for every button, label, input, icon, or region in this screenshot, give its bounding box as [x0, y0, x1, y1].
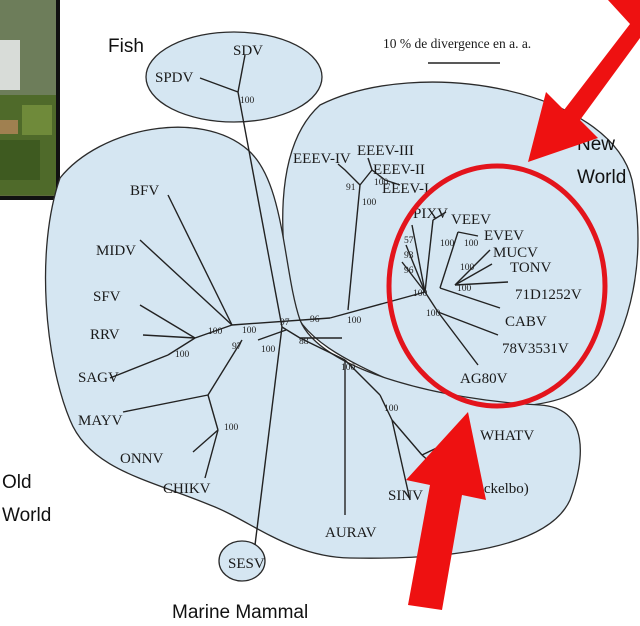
svg-text:100: 100	[261, 345, 276, 355]
taxon-spdv: SPDV	[155, 70, 194, 86]
scale-bar-label: 10 % de divergence en a. a.	[383, 36, 531, 51]
svg-text:100: 100	[240, 96, 255, 106]
svg-text:100: 100	[347, 316, 362, 326]
group-label-old-world-bottom: World	[2, 505, 51, 526]
taxon-rrv: RRV	[90, 327, 120, 343]
svg-text:100: 100	[413, 289, 428, 299]
taxon-sfv: SFV	[93, 289, 121, 305]
svg-text:91: 91	[346, 183, 356, 193]
taxon-cabv: CABV	[505, 314, 547, 330]
taxon-onnv: ONNV	[120, 451, 163, 467]
svg-text:100: 100	[426, 309, 441, 319]
taxon-ag80v: AG80V	[460, 371, 508, 387]
taxon-sagv: SAGV	[78, 370, 119, 386]
taxon-evev: EVEV	[484, 228, 524, 244]
svg-text:88: 88	[299, 337, 309, 347]
svg-text:93: 93	[404, 251, 414, 261]
taxon-tonv: TONV	[510, 260, 552, 276]
taxon-chikv: CHIKV	[163, 481, 211, 497]
svg-text:100: 100	[460, 263, 475, 273]
taxon-eeev-i: EEEV-I	[382, 181, 429, 197]
taxon-mayv: MAYV	[78, 413, 123, 429]
photo-thumbnail	[0, 0, 58, 198]
svg-text:100: 100	[208, 327, 223, 337]
taxon-sesv: SESV	[228, 556, 265, 572]
svg-text:100: 100	[384, 404, 399, 414]
taxon-mucv: MUCV	[493, 245, 538, 261]
taxon-eeev-iv: EEEV-IV	[293, 151, 351, 167]
taxon-eeev-ii: EEEV-II	[373, 162, 425, 178]
svg-text:97: 97	[232, 342, 242, 352]
taxon-sdv: SDV	[233, 43, 263, 59]
svg-text:97: 97	[280, 318, 290, 328]
taxon-71d1252v: 71D1252V	[515, 287, 582, 303]
svg-text:96: 96	[310, 315, 320, 325]
svg-text:100: 100	[362, 198, 377, 208]
svg-text:100: 100	[175, 350, 190, 360]
svg-text:100: 100	[457, 284, 472, 294]
svg-text:96: 96	[404, 266, 414, 276]
svg-text:57: 57	[404, 236, 414, 246]
svg-text:100: 100	[440, 239, 455, 249]
arrow-top-right	[528, 0, 640, 162]
svg-text:100: 100	[464, 239, 479, 249]
taxon-pixv: PIXV	[413, 206, 448, 222]
taxon-bfv: BFV	[130, 183, 159, 199]
scale-bar: 10 % de divergence en a. a.	[383, 36, 531, 63]
svg-text:100: 100	[224, 423, 239, 433]
group-label-fish: Fish	[108, 36, 144, 57]
group-label-new-world-bottom: World	[577, 167, 626, 188]
svg-text:100: 100	[242, 326, 257, 336]
group-label-marine-mammal: Marine Mammal	[172, 602, 308, 623]
svg-text:100: 100	[341, 363, 356, 373]
taxon-midv: MIDV	[96, 243, 136, 259]
group-label-old-world-top: Old	[2, 472, 32, 493]
taxon-78v3531v: 78V3531V	[502, 341, 569, 357]
taxon-whatv: WHATV	[480, 428, 534, 444]
svg-text:100: 100	[374, 178, 389, 188]
taxon-sinv: SINV	[388, 488, 423, 504]
taxon-aurav: AURAV	[325, 525, 377, 541]
taxon-eeev-iii: EEEV-III	[357, 143, 414, 159]
taxon-veev: VEEV	[451, 212, 491, 228]
